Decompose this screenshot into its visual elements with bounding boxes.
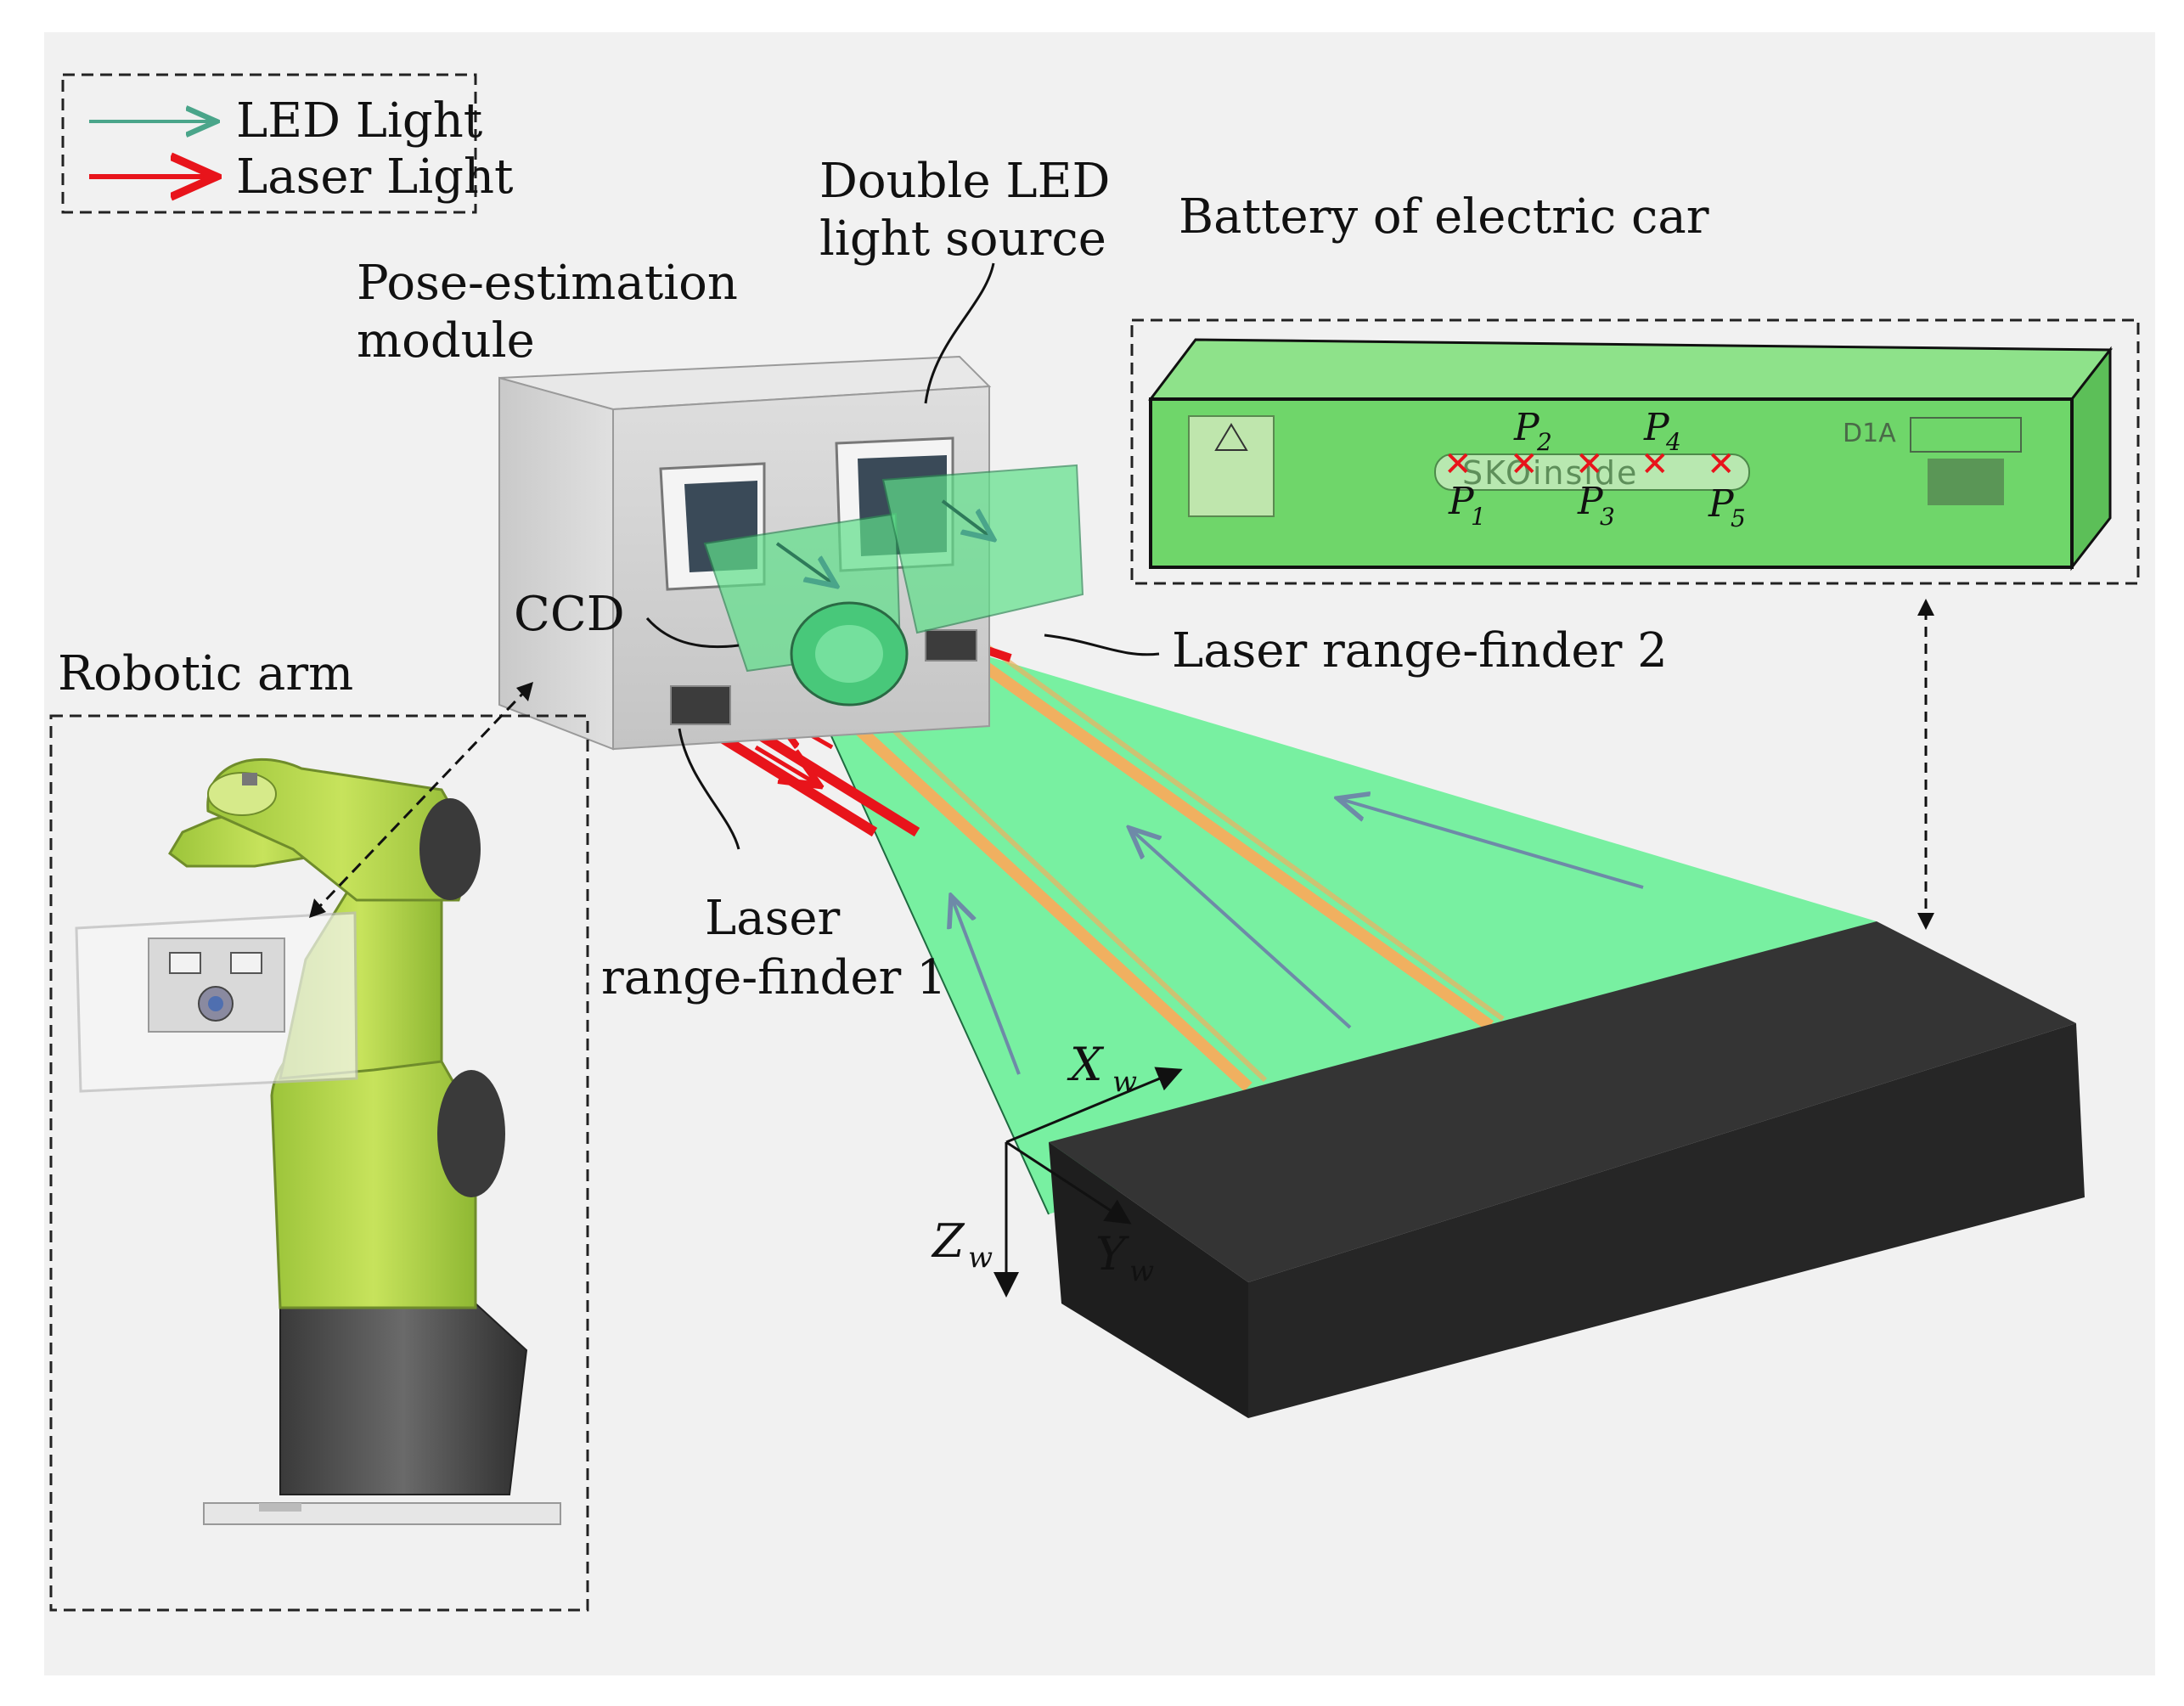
point-label-1: P	[1448, 480, 1475, 523]
battery-inset: SKOinside D1A ✕ ✕ ✕ ✕ ✕ P 1 P 2 P 3 P 4 …	[1130, 318, 2140, 585]
x-axis-sub: w	[1112, 1065, 1137, 1099]
battery-code: D1A	[1843, 419, 1896, 448]
arm-led-right-icon	[230, 952, 262, 974]
ccd-leader	[645, 617, 740, 649]
reflected-led-arrow-icon	[1337, 798, 1644, 889]
robot-base-foot	[259, 1503, 301, 1512]
laser-rf1-label-line2: range-finder 1	[601, 950, 947, 1005]
point-marker-1: ✕	[1444, 445, 1472, 484]
laser-stripe-1	[828, 700, 1252, 1092]
arm-ccd-lens-icon	[208, 996, 223, 1011]
laser-rf2-label: Laser range-finder 2	[1172, 623, 1668, 678]
z-axis-sub: w	[968, 1241, 993, 1275]
pose-module-label-line1: Pose-estimation	[357, 256, 738, 311]
laser-stripe-2	[951, 640, 1494, 1031]
warning-icon	[1214, 423, 1248, 451]
point-marker-4: ✕	[1641, 445, 1669, 484]
legend-laser-label: Laser Light	[236, 149, 514, 205]
double-led-label-line2: light source	[819, 211, 1106, 267]
pose-module-label-line2: module	[357, 313, 535, 369]
double-led-leader	[924, 262, 995, 404]
battery-block-front	[1049, 1142, 1248, 1418]
laser-out-arrow-icon	[754, 745, 819, 785]
z-axis-label: Z	[931, 1214, 965, 1268]
point-sub-3: 3	[1600, 503, 1615, 531]
inset-connector	[1917, 599, 1934, 930]
robot-base-plate	[203, 1502, 561, 1525]
reflected-led-arrow-icon	[1129, 828, 1352, 1029]
laser-rf2-leader	[1044, 633, 1160, 656]
measurement-points: ✕ ✕ ✕ ✕ ✕ P 1 P 2 P 3 P 4 P 5	[1444, 406, 1746, 532]
point-label-3: P	[1577, 480, 1604, 523]
laser-port-1	[670, 685, 731, 725]
battery-block-side	[1248, 1023, 2085, 1418]
x-axis-label: X	[1067, 1038, 1105, 1091]
labels: Pose-estimation module Double LED light …	[58, 154, 1709, 1005]
pose-estimation-module	[498, 355, 1084, 751]
laser-rf1-label-line1: Laser	[705, 891, 840, 946]
point-sub-1: 1	[1471, 503, 1486, 531]
battery-block	[1049, 921, 2085, 1418]
robot-pedestal	[279, 1303, 528, 1495]
point-sub-5: 5	[1731, 504, 1746, 532]
point-marker-2: ✕	[1510, 445, 1539, 484]
arrowhead-up-icon	[516, 682, 533, 701]
robot-joint-3	[419, 798, 481, 900]
barcode-icon	[1910, 417, 2022, 453]
laser-port-2	[925, 629, 977, 662]
beam-edge	[793, 653, 1050, 1215]
y-axis-arrow	[1005, 1140, 1132, 1225]
point-sub-4: 4	[1665, 428, 1681, 456]
label-plate-icon	[1928, 459, 2004, 505]
arrowhead-up-icon	[1917, 599, 1934, 616]
robot-cap	[242, 773, 257, 785]
led-arrow-icon	[941, 499, 993, 539]
legend-led-label: LED Light	[236, 93, 483, 149]
ccd-lens-inner	[815, 625, 883, 683]
reflected-led-arrow-icon	[951, 896, 1021, 1075]
legend: LED Light Laser Light	[61, 73, 514, 214]
x-axis-arrow	[1005, 1067, 1183, 1144]
robotic-arm-label: Robotic arm	[58, 646, 353, 701]
brand-text: SKOinside	[1462, 454, 1638, 492]
arm-connector-line	[314, 686, 530, 912]
double-led-label-line1: Double LED	[819, 154, 1110, 209]
arrowhead-down-icon	[309, 898, 326, 918]
battery-label: Battery of electric car	[1179, 189, 1709, 245]
robot-joint-2	[437, 1070, 505, 1197]
world-axes: X w Y w Z w	[931, 1038, 1183, 1298]
led-cone-right	[881, 464, 1084, 634]
laser-stripe-2b	[975, 636, 1505, 1022]
point-label-4: P	[1643, 406, 1670, 449]
arrowhead-down-icon	[1917, 913, 1934, 930]
point-sub-2: 2	[1536, 428, 1552, 456]
arm-led-left-icon	[169, 952, 201, 974]
led-beam-fill	[794, 645, 1877, 1214]
battery-pack-top	[1147, 338, 2114, 401]
laser-rf1-leader	[678, 728, 740, 850]
robotic-arm-inset	[49, 682, 589, 1612]
laser-stripe-1b	[855, 694, 1268, 1083]
point-label-5: P	[1708, 482, 1735, 526]
battery-block-top	[1049, 921, 2076, 1282]
y-axis-label: Y	[1095, 1227, 1129, 1281]
brand-plate	[1434, 453, 1750, 491]
warning-sticker	[1188, 415, 1275, 517]
legend-box	[61, 73, 477, 214]
ccd-label: CCD	[514, 587, 625, 642]
led-arrow-icon	[775, 542, 836, 586]
module-side	[498, 376, 614, 751]
robotic-arm-box	[49, 714, 589, 1612]
point-marker-5: ✕	[1707, 445, 1736, 484]
point-label-2: P	[1513, 406, 1540, 449]
led-beam	[793, 636, 1877, 1215]
y-axis-sub: w	[1129, 1254, 1154, 1288]
point-marker-3: ✕	[1575, 445, 1604, 484]
